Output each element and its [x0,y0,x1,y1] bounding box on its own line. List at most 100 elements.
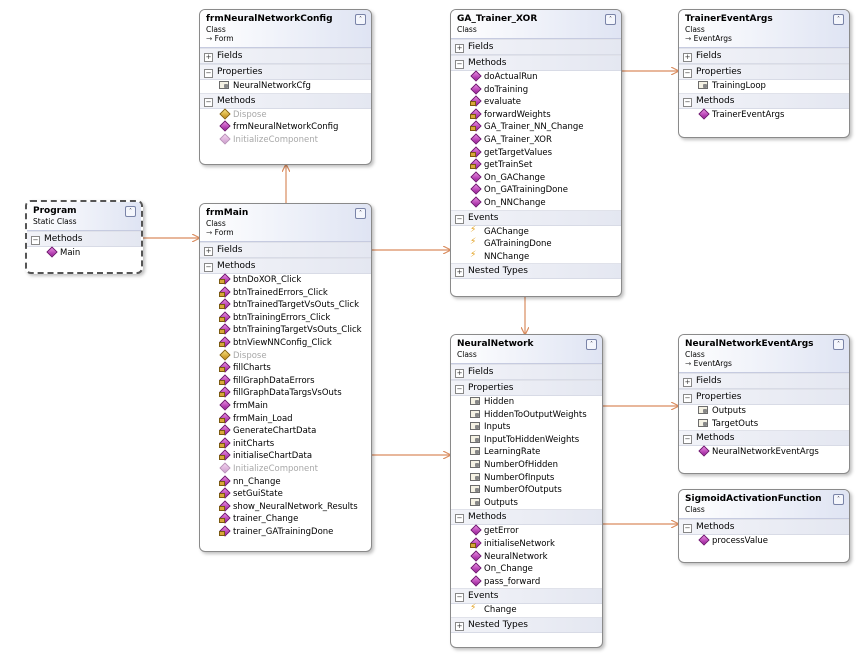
member-frm-main[interactable]: frmMain [200,400,371,413]
section-fields[interactable]: +Fields [679,373,849,389]
member-main[interactable]: Main [27,247,141,260]
member-number-of-outputs[interactable]: NumberOfOutputs [451,484,602,497]
collapse-toggle-icon[interactable]: ˄ [355,208,366,219]
collapse-icon[interactable]: − [455,60,464,69]
section-properties[interactable]: −Properties [679,64,849,80]
member-neural-network-cfg[interactable]: NeuralNetworkCfg [200,80,371,93]
member-dispose[interactable]: Dispose [200,350,371,363]
section-properties[interactable]: −Properties [679,389,849,405]
member-training-loop[interactable]: TrainingLoop [679,80,849,93]
member-outputs[interactable]: Outputs [451,497,602,510]
section-fields[interactable]: +Fields [200,242,371,258]
section-fields[interactable]: +Fields [451,39,621,55]
member-set-gui-state[interactable]: setGuiState [200,488,371,501]
member-initialize-component[interactable]: InitializeComponent [200,463,371,476]
expand-icon[interactable]: + [204,53,213,62]
section-events[interactable]: −Events [451,209,621,226]
collapse-icon[interactable]: − [683,435,692,445]
member-gatraining-done[interactable]: GATrainingDone [451,236,621,251]
member-frm-main-load[interactable]: frmMain_Load [200,413,371,426]
member-btn-view-nnconfig-click[interactable]: btnViewNNConfig_Click [200,337,371,350]
member-frm-neural-network-config[interactable]: frmNeuralNetworkConfig [200,121,371,134]
section-nested-types[interactable]: +Nested Types [451,616,602,633]
collapse-icon[interactable]: − [204,97,213,107]
member-outputs[interactable]: Outputs [679,405,849,418]
collapse-icon[interactable]: − [455,514,464,524]
member-pass-forward[interactable]: pass_forward [451,576,602,589]
member-change[interactable]: Change [451,602,602,617]
member-dispose[interactable]: Dispose [200,109,371,122]
member-do-actual-run[interactable]: doActualRun [451,71,621,84]
member-gachange[interactable]: GAChange [451,224,621,239]
collapse-toggle-icon[interactable]: ˄ [586,339,597,350]
section-methods[interactable]: −Methods [451,55,621,71]
section-fields[interactable]: +Fields [200,48,371,64]
member-on-nnchange[interactable]: On_NNChange [451,197,621,210]
section-methods[interactable]: −Methods [679,430,849,447]
expand-icon[interactable]: + [683,53,692,62]
collapse-icon[interactable]: − [31,236,40,245]
section-properties[interactable]: −Properties [200,64,371,80]
expand-icon[interactable]: + [455,268,464,278]
collapse-toggle-icon[interactable]: ˄ [125,206,136,217]
member-init-charts[interactable]: initCharts [200,438,371,451]
member-initialise-network[interactable]: initialiseNetwork [451,538,602,551]
collapse-toggle-icon[interactable]: ˄ [355,14,366,25]
section-methods[interactable]: −Methods [200,92,371,109]
member-trainer-gatraining-done[interactable]: trainer_GATrainingDone [200,526,371,539]
member-btn-trained-target-vs-outs-click[interactable]: btnTrainedTargetVsOuts_Click [200,299,371,312]
section-methods[interactable]: −Methods [679,519,849,535]
section-methods[interactable]: −Methods [679,92,849,109]
collapse-toggle-icon[interactable]: ˄ [605,14,616,25]
member-on-gatraining-done[interactable]: On_GATrainingDone [451,184,621,197]
member-process-value[interactable]: processValue [679,535,849,548]
section-nested-types[interactable]: +Nested Types [451,263,621,280]
expand-icon[interactable]: + [204,247,213,256]
collapse-toggle-icon[interactable]: ˄ [833,14,844,25]
member-fill-charts[interactable]: fillCharts [200,362,371,375]
member-learning-rate[interactable]: LearningRate [451,446,602,459]
collapse-icon[interactable]: − [683,524,692,533]
member-input-to-hidden-weights[interactable]: InputToHiddenWeights [451,434,602,447]
member-btn-training-errors-click[interactable]: btnTrainingErrors_Click [200,312,371,325]
member-evaluate[interactable]: evaluate [451,96,621,109]
member-initialize-component[interactable]: InitializeComponent [200,134,371,147]
member-ga-trainer-nn-change[interactable]: GA_Trainer_NN_Change [451,121,621,134]
section-fields[interactable]: +Fields [451,364,602,380]
collapse-icon[interactable]: − [204,69,213,78]
collapse-icon[interactable]: − [683,97,692,107]
expand-icon[interactable]: + [455,44,464,53]
member-generate-chart-data[interactable]: GenerateChartData [200,425,371,438]
member-nn-change[interactable]: nn_Change [200,476,371,489]
member-initialise-chart-data[interactable]: initialiseChartData [200,450,371,463]
member-get-train-set[interactable]: getTrainSet [451,159,621,172]
member-number-of-hidden[interactable]: NumberOfHidden [451,459,602,472]
member-show-neural-network-results[interactable]: show_NeuralNetwork_Results [200,501,371,514]
expand-icon[interactable]: + [455,621,464,631]
member-btn-do-xor-click[interactable]: btnDoXOR_Click [200,274,371,287]
member-number-of-inputs[interactable]: NumberOfInputs [451,472,602,485]
collapse-icon[interactable]: − [455,385,464,394]
member-trainer-change[interactable]: trainer_Change [200,513,371,526]
section-properties[interactable]: −Properties [451,380,602,396]
member-hidden[interactable]: Hidden [451,396,602,409]
member-neural-network[interactable]: NeuralNetwork [451,551,602,564]
member-btn-training-target-vs-outs-click[interactable]: btnTrainingTargetVsOuts_Click [200,324,371,337]
member-target-outs[interactable]: TargetOuts [679,418,849,431]
section-methods[interactable]: −Methods [27,231,141,247]
expand-icon[interactable]: + [455,369,464,378]
section-methods[interactable]: −Methods [451,509,602,526]
member-hidden-to-output-weights[interactable]: HiddenToOutputWeights [451,409,602,422]
member-fill-graph-data-errors[interactable]: fillGraphDataErrors [200,375,371,388]
member-ga-trainer-xor[interactable]: GA_Trainer_XOR [451,134,621,147]
collapse-toggle-icon[interactable]: ˄ [833,339,844,350]
member-forward-weights[interactable]: forwardWeights [451,109,621,122]
section-fields[interactable]: +Fields [679,48,849,64]
